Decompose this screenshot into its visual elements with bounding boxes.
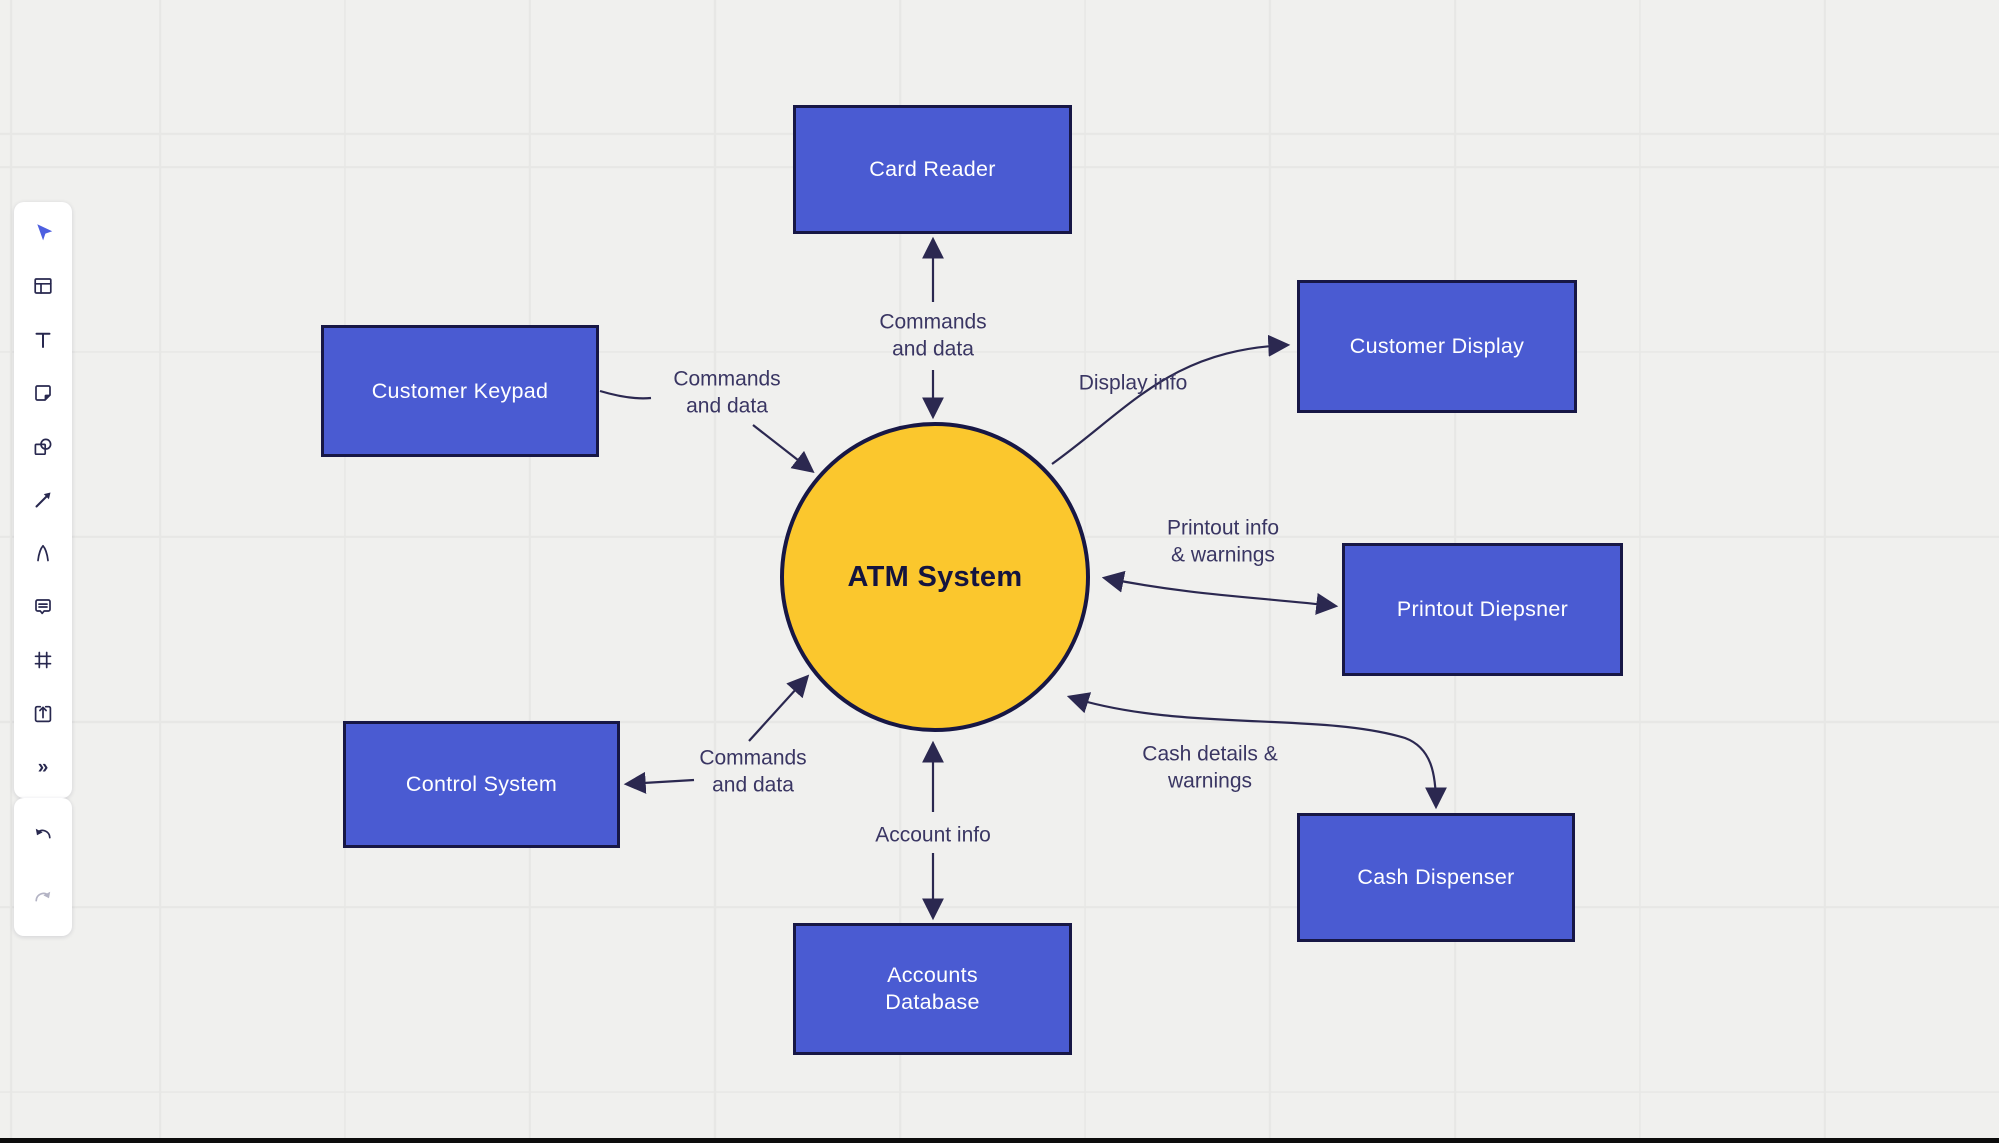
node-atm-system[interactable]: ATM System [780, 422, 1090, 732]
text-icon [35, 332, 51, 348]
history-panel [14, 798, 72, 936]
tool-comment[interactable] [14, 583, 72, 631]
pen-icon [37, 545, 49, 562]
tool-pen[interactable] [14, 529, 72, 577]
node-customer-display-label: Customer Display [1349, 334, 1525, 359]
tool-more[interactable]: » [14, 743, 72, 791]
node-customer-keypad-label: Customer Keypad [371, 378, 549, 403]
node-control-system-label: Control System [405, 772, 558, 797]
edge-cash[interactable] [1066, 692, 1447, 810]
node-card-reader[interactable]: Card Reader [793, 105, 1072, 234]
node-accounts-database-label: Accounts Database [885, 963, 980, 1014]
edge-printout[interactable] [1101, 570, 1339, 615]
flow-label-account[interactable]: Account info [875, 823, 991, 847]
edge-control-right[interactable] [748, 674, 810, 742]
tool-templates[interactable] [14, 262, 72, 310]
frame-icon [34, 651, 52, 669]
tool-connection-line[interactable] [14, 476, 72, 524]
undo-button[interactable] [14, 812, 72, 860]
edge-display[interactable] [1051, 334, 1291, 465]
node-card-reader-label: Card Reader [869, 157, 996, 182]
node-accounts-database[interactable]: Accounts Database [793, 923, 1072, 1055]
bottom-edge-bar [0, 1138, 1999, 1143]
node-cash-dispenser[interactable]: Cash Dispenser [1297, 813, 1575, 942]
flow-label-control[interactable]: Commands and data [699, 746, 807, 797]
node-customer-keypad[interactable]: Customer Keypad [321, 325, 599, 457]
tool-upload[interactable] [14, 690, 72, 738]
layout-icon [34, 278, 52, 295]
redo-button[interactable] [14, 875, 72, 923]
node-printout-dispenser-label: Printout Diepsner [1396, 597, 1569, 622]
tool-sticky-note[interactable] [14, 369, 72, 417]
chevrons-icon: » [37, 756, 49, 778]
shapes-icon [34, 438, 52, 455]
tool-select[interactable] [14, 209, 72, 257]
redo-icon [35, 891, 51, 901]
node-control-system[interactable]: Control System [343, 721, 620, 848]
flow-label-keypad[interactable]: Commands and data [673, 367, 781, 418]
flow-label-card-reader[interactable]: Commands and data [879, 310, 987, 361]
undo-icon [35, 828, 51, 838]
comment-icon [35, 599, 51, 615]
sticky-note-icon [35, 385, 51, 401]
tool-shapes[interactable] [14, 423, 72, 471]
tool-text[interactable] [14, 316, 72, 364]
node-atm-system-label: ATM System [847, 560, 1023, 593]
edge-keypad-left[interactable] [599, 389, 652, 400]
tool-frame[interactable] [14, 636, 72, 684]
arrow-icon [35, 492, 51, 508]
edge-keypad-right[interactable] [752, 424, 815, 474]
flow-label-printout[interactable]: Printout info & warnings [1166, 516, 1280, 567]
flow-label-cash[interactable]: Cash details & warnings [1142, 742, 1278, 793]
cursor-icon [37, 223, 53, 241]
upload-icon [34, 705, 52, 723]
node-cash-dispenser-label: Cash Dispenser [1357, 865, 1515, 890]
toolbar: » [14, 202, 72, 798]
node-customer-display[interactable]: Customer Display [1297, 280, 1577, 413]
node-printout-dispenser[interactable]: Printout Diepsner [1342, 543, 1623, 676]
flow-label-display[interactable]: Display info [1078, 371, 1188, 395]
edge-control-left[interactable] [623, 771, 695, 794]
